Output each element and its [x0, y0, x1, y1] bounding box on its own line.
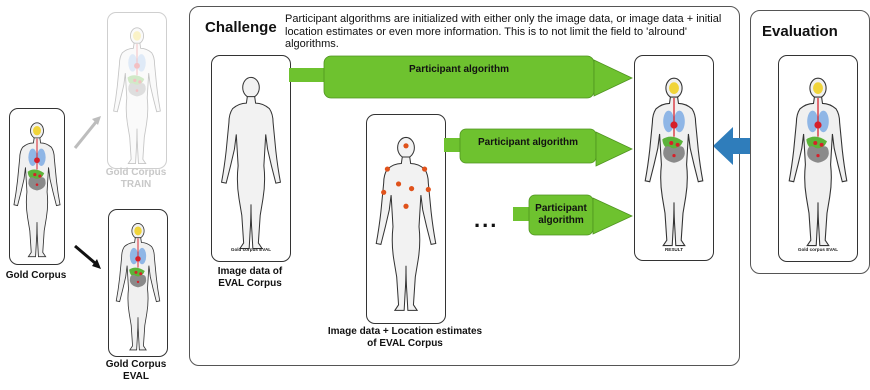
right-arrow-icon — [444, 128, 633, 167]
gold-corpus-card — [9, 108, 65, 265]
gold-corpus-train-label: Gold Corpus TRAIN — [105, 167, 167, 190]
eval-image-caption: Gold corpus EVAL — [230, 247, 272, 252]
gold-corpus-train-card — [107, 12, 167, 169]
image-data-label: Image data of EVAL Corpus — [217, 266, 283, 289]
result-card: RESULT — [634, 55, 714, 261]
location-marker-icon — [381, 143, 431, 209]
evaluation-caption: Gold corpus EVAL — [797, 247, 839, 252]
eval-image-card: Gold corpus EVAL — [211, 55, 291, 262]
gold-corpus-label: Gold Corpus — [5, 270, 67, 281]
human-body-icon — [375, 136, 437, 311]
right-arrow-icon — [74, 244, 101, 269]
right-arrow-icon — [289, 55, 633, 99]
challenge-description: Participant algorithms are initialized w… — [285, 13, 722, 50]
human-body-icon — [644, 77, 704, 247]
evaluation-card: Gold corpus EVAL — [778, 55, 858, 262]
location-estimates-label: Image data + Location estimates of EVAL … — [327, 326, 483, 349]
gold-corpus-eval-card — [108, 209, 168, 357]
challenge-title: Challenge — [205, 19, 277, 36]
right-arrow-icon — [513, 194, 633, 236]
ellipsis: ... — [474, 207, 499, 232]
location-estimate-card — [366, 114, 446, 324]
participant-algorithm-1: Participant algorithm — [408, 64, 509, 75]
human-body-icon — [788, 77, 848, 247]
participant-algorithm-2: Participant algorithm — [477, 137, 578, 148]
participant-algorithm-3: Participant algorithm — [535, 203, 587, 226]
gold-corpus-eval-label: Gold Corpus EVAL — [105, 359, 167, 382]
right-arrow-icon — [73, 116, 101, 149]
result-caption: RESULT — [664, 247, 684, 252]
evaluation-title: Evaluation — [762, 23, 838, 40]
